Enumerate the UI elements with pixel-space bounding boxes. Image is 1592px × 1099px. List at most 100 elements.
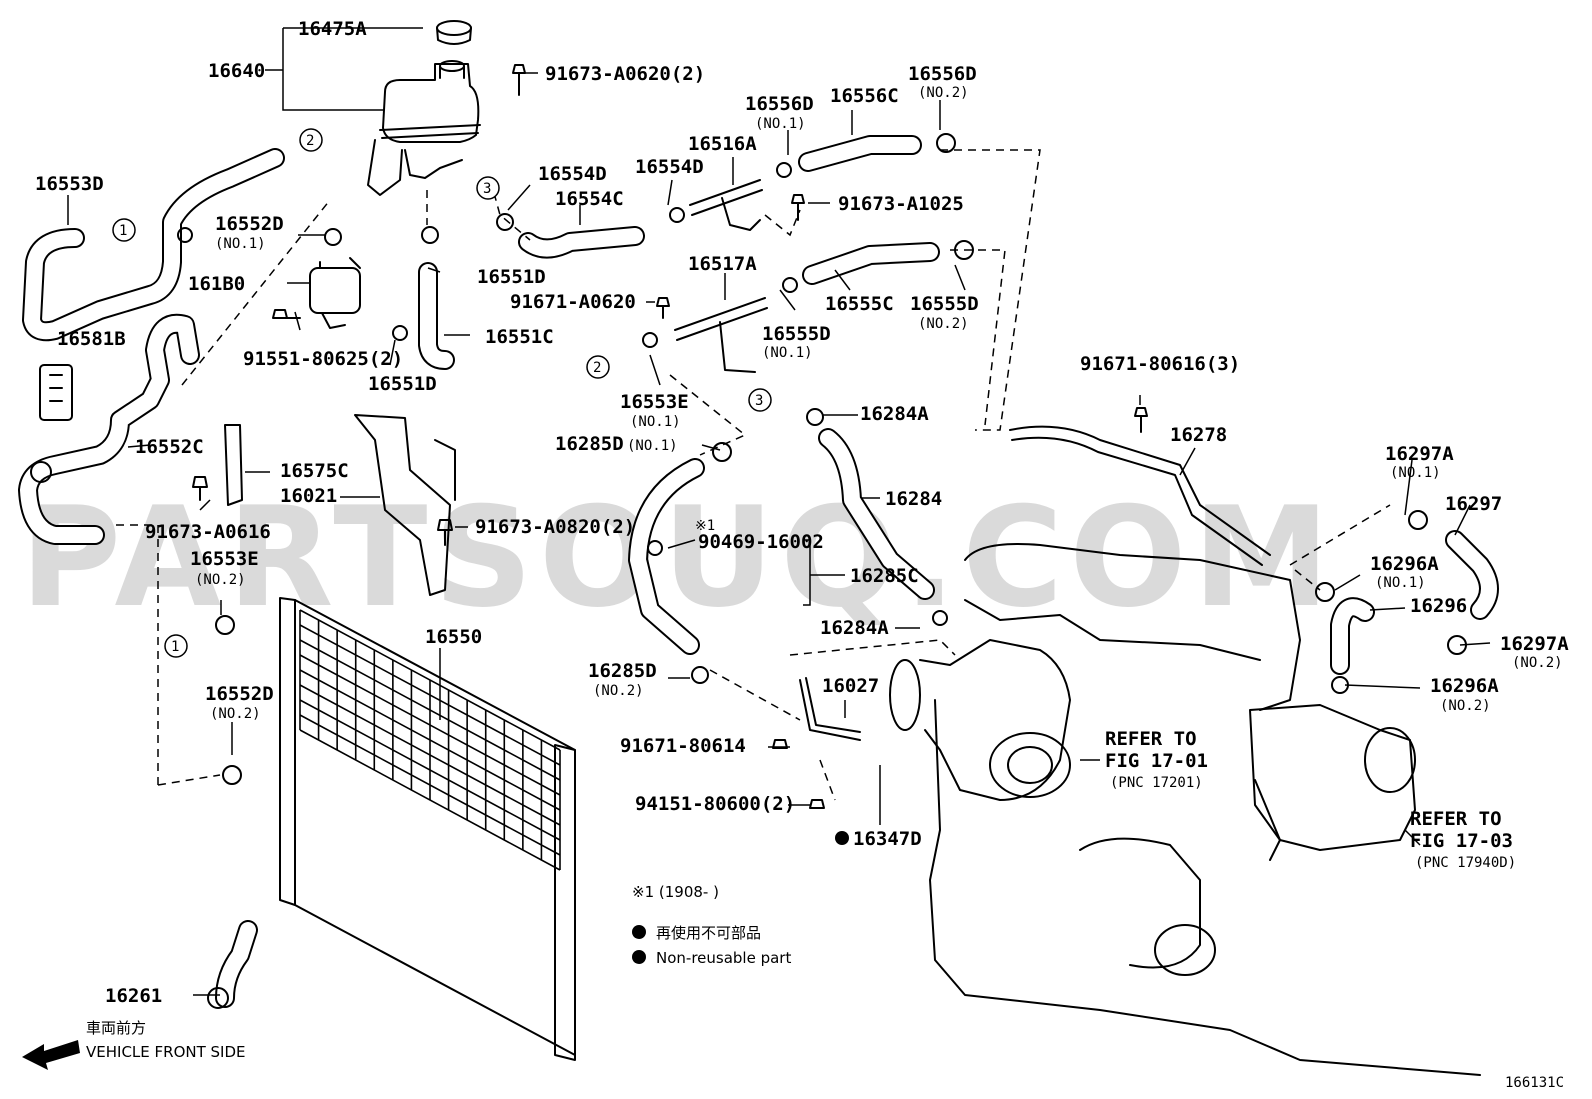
label-91671-A0620: 91671-A0620 xyxy=(510,291,636,313)
label-16285C: 16285C xyxy=(850,565,919,587)
label-16555D-no2-sub: (NO.2) xyxy=(918,316,969,332)
label-16296A-no2: 16296A xyxy=(1430,675,1499,697)
label-refer2-a: REFER TO xyxy=(1410,808,1502,830)
radiator-16550[interactable] xyxy=(279,597,576,1061)
label-16297A-no1: 16297A xyxy=(1385,443,1454,465)
non-reusable-icon xyxy=(632,925,646,939)
reservoir-cap[interactable] xyxy=(436,20,472,45)
label-91671-80614: 91671-80614 xyxy=(620,735,746,757)
hose-16296[interactable] xyxy=(1330,597,1375,675)
label-16027: 16027 xyxy=(822,675,879,697)
hose-16555C[interactable] xyxy=(802,242,940,285)
label-16285D-no2-sub: (NO.2) xyxy=(593,683,644,699)
label-91551-80625: 91551-80625(2) xyxy=(243,348,403,370)
front-label-jp: 車両前方 xyxy=(86,1019,146,1037)
label-16297A-no2: 16297A xyxy=(1500,633,1569,655)
pipe-16278[interactable] xyxy=(1009,425,1271,566)
label-91671-80616: 91671-80616(3) xyxy=(1080,353,1240,375)
front-direction-indicator: 車両前方 VEHICLE FRONT SIDE xyxy=(22,1019,246,1070)
label-16551D-bot: 16551D xyxy=(368,373,437,395)
hose-16552C[interactable] xyxy=(18,313,200,545)
label-refer1-c: (PNC 17201) xyxy=(1110,775,1203,791)
label-16284: 16284 xyxy=(885,488,942,510)
label-16297A-no2-sub: (NO.2) xyxy=(1512,655,1563,671)
pipe-16517A[interactable] xyxy=(674,297,768,373)
label-16552D-no1-sub: (NO.1) xyxy=(215,236,266,252)
sensor-16581B[interactable] xyxy=(39,364,73,421)
hose-16554C[interactable] xyxy=(518,226,645,259)
label-16640: 16640 xyxy=(208,60,265,82)
label-refer2-b: FIG 17-03 xyxy=(1410,830,1513,852)
non-reusable-icon xyxy=(835,831,849,845)
bracket-16575C[interactable] xyxy=(224,424,243,506)
callout-3-mid: 3 xyxy=(755,393,763,409)
label-16285D-no2: 16285D xyxy=(588,660,657,682)
leader-lines xyxy=(67,27,1491,996)
bolts[interactable] xyxy=(192,64,1148,809)
label-refer1-a: REFER TO xyxy=(1105,728,1197,750)
pipe-16516A[interactable] xyxy=(689,179,763,231)
callout-2-top: 2 xyxy=(306,133,314,149)
label-16297A-no1-sub: (NO.1) xyxy=(1390,465,1441,481)
label-91673-A0616: 91673-A0616 xyxy=(145,521,271,543)
label-16556D-no2: 16556D xyxy=(908,63,977,85)
label-16551D-top: 16551D xyxy=(477,266,546,288)
legend-en: Non-reusable part xyxy=(656,949,791,967)
label-161B0: 161B0 xyxy=(188,273,245,295)
label-16553E-no2-sub: (NO.2) xyxy=(195,572,246,588)
callout-3-top: 3 xyxy=(483,181,491,197)
label-91673-A0820: 91673-A0820(2) xyxy=(475,516,635,538)
legend: ※1 (1908- ) 再使用不可部品 Non-reusable part xyxy=(632,883,791,967)
label-16553E-no1-sub: (NO.1) xyxy=(630,414,681,430)
legend-jp: 再使用不可部品 xyxy=(656,924,761,942)
label-16021: 16021 xyxy=(280,485,337,507)
arrow-left-icon xyxy=(22,1040,80,1070)
assembly-lines xyxy=(110,149,1391,801)
label-16555D-no1: 16555D xyxy=(762,323,831,345)
label-16284A-bot: 16284A xyxy=(820,617,889,639)
front-label-en: VEHICLE FRONT SIDE xyxy=(86,1043,246,1061)
throttle-body[interactable] xyxy=(889,639,1071,801)
hose-16556C[interactable] xyxy=(798,135,922,172)
label-16552D-no2-sub: (NO.2) xyxy=(210,706,261,722)
callout-2-mid: 2 xyxy=(593,360,601,376)
label-16575C: 16575C xyxy=(280,460,349,482)
label-16550: 16550 xyxy=(425,626,482,648)
hose-16553D[interactable] xyxy=(22,148,285,342)
label-16296: 16296 xyxy=(1410,595,1467,617)
label-90469-16002: 90469-16002 xyxy=(698,531,824,553)
label-16516A: 16516A xyxy=(688,133,757,155)
label-16284A-top: 16284A xyxy=(860,403,929,425)
label-16556D-no1: 16556D xyxy=(745,93,814,115)
label-16551C: 16551C xyxy=(485,326,554,348)
part-labels: 16475A 16640 91673-A0620(2) 16553D 16552… xyxy=(35,18,1569,1007)
label-94151-80600: 94151-80600(2) xyxy=(635,793,795,815)
label-16296A-no1-sub: (NO.1) xyxy=(1375,575,1426,591)
label-16555D-no2: 16555D xyxy=(910,293,979,315)
label-16552D-no1: 16552D xyxy=(215,213,284,235)
hose-16284[interactable] xyxy=(818,428,935,600)
callouts: 2 1 3 2 3 1 xyxy=(112,128,772,658)
label-16296A-no1: 16296A xyxy=(1370,553,1439,575)
hose-16261[interactable] xyxy=(215,920,258,1008)
intercooler-housing[interactable] xyxy=(1249,704,1416,861)
hose-clamps[interactable] xyxy=(30,133,1467,1009)
hose-16551C[interactable] xyxy=(418,262,455,370)
label-16556D-no1-sub: (NO.1) xyxy=(755,116,806,132)
label-91673-A0620: 91673-A0620(2) xyxy=(545,63,705,85)
bracket-16021[interactable] xyxy=(354,414,456,596)
label-16297: 16297 xyxy=(1445,493,1502,515)
figure-number: 166131C xyxy=(1505,1075,1564,1091)
pipe-16027[interactable] xyxy=(799,677,861,741)
label-16296A-no2-sub: (NO.2) xyxy=(1440,698,1491,714)
note-1908: ※1 (1908- ) xyxy=(632,883,719,901)
label-16517A: 16517A xyxy=(688,253,757,275)
hose-16297[interactable] xyxy=(1445,530,1499,620)
label-16285D-no1: 16285D xyxy=(555,433,624,455)
reservoir-tank[interactable] xyxy=(367,60,481,196)
non-reusable-icon xyxy=(632,950,646,964)
label-16554D-a: 16554D xyxy=(538,163,607,185)
valve-161B0[interactable] xyxy=(309,257,361,329)
hose-16285C[interactable] xyxy=(628,458,705,655)
